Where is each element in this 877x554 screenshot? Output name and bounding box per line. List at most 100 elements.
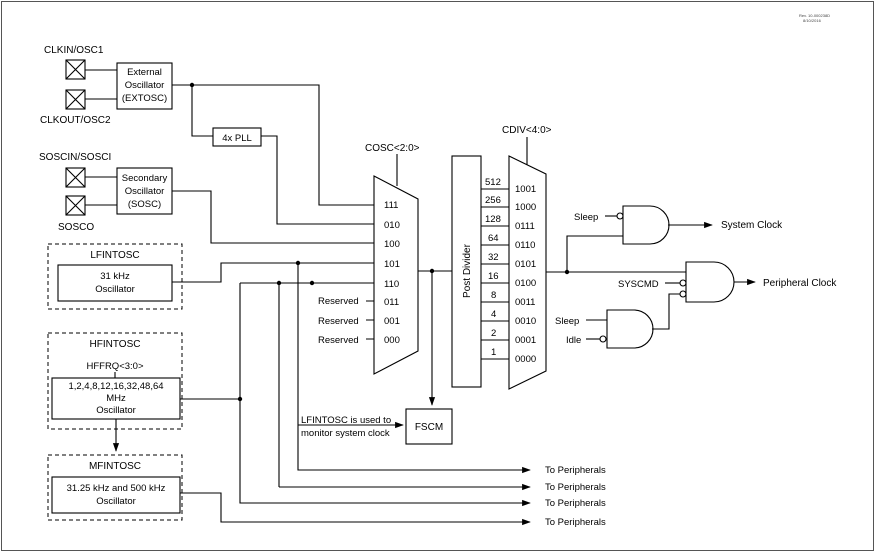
- reserved-label: Reserved: [318, 316, 359, 327]
- divider-value: 32: [488, 252, 499, 263]
- cdiv-code: 0001: [515, 335, 536, 346]
- svg-text:(SOSC): (SOSC): [128, 199, 161, 210]
- pll-block: 4x PLL: [212, 127, 262, 147]
- cdiv-code: 0110: [515, 240, 535, 251]
- divider-taps: 512 256 128 64 32 16 8 4 2 1: [481, 177, 509, 360]
- fscm-note-line2: monitor system clock: [301, 428, 390, 439]
- fscm-block: FSCM: [405, 408, 453, 445]
- svg-text:Post Divider: Post Divider: [462, 243, 473, 298]
- clkout-pin-icon: [65, 89, 86, 110]
- post-divider-block: Post Divider: [451, 155, 482, 388]
- cdiv-code: 0011: [515, 297, 535, 308]
- sosco-pin-label: SOSCO: [58, 222, 94, 233]
- idle-inverter-bubble: [599, 335, 607, 343]
- sleep-idle-and-gate: [606, 309, 654, 349]
- sleep-idle-output-wire: [652, 293, 680, 330]
- cosc-code: 101: [384, 259, 400, 270]
- cosc-label: COSC<2:0>: [365, 143, 420, 154]
- system-clock-and-gate: [622, 205, 670, 245]
- cosc-inputs: 111 010 100 101 110 011 001 000 Reserved…: [318, 200, 400, 346]
- divider-value: 64: [488, 233, 499, 244]
- svg-text:31.25 kHz and 500 kHz: 31.25 kHz and 500 kHz: [67, 483, 166, 494]
- reserved-label: Reserved: [318, 296, 359, 307]
- peripheral-clock-label: Peripheral Clock: [763, 278, 837, 289]
- idle-input-label: Idle: [566, 335, 581, 346]
- svg-text:MFINTOSC: MFINTOSC: [89, 461, 141, 472]
- cosc-code: 110: [384, 279, 399, 290]
- svg-text:HFINTOSC: HFINTOSC: [90, 339, 141, 350]
- lfintosc-block: LFINTOSC 31 kHz Oscillator: [47, 243, 183, 310]
- sosco-pin-icon: [65, 195, 86, 216]
- sleep-idle-inverter-bubble: [679, 290, 687, 298]
- extosc-block: External Oscillator (EXTOSC): [116, 62, 173, 110]
- extosc-output-wires: [172, 82, 374, 225]
- sosc-block: Secondary Oscillator (SOSC): [116, 167, 173, 215]
- svg-text:31 kHz: 31 kHz: [100, 271, 130, 282]
- syscmd-input-label: SYSCMD: [618, 279, 659, 290]
- cosc-code: 000: [384, 335, 400, 346]
- divider-value: 256: [485, 195, 501, 206]
- divider-value: 16: [488, 271, 499, 282]
- cdiv-code: 0100: [515, 278, 536, 289]
- svg-text:LFINTOSC: LFINTOSC: [90, 250, 139, 261]
- to-peripherals-label: To Peripherals: [545, 465, 606, 476]
- cdiv-code: 0101: [515, 259, 536, 270]
- clkin-pin-icon: [65, 59, 86, 80]
- to-peripherals-label: To Peripherals: [545, 498, 606, 509]
- clkin-pin-label: CLKIN/OSC1: [44, 45, 104, 56]
- svg-text:Oscillator: Oscillator: [96, 405, 136, 416]
- svg-text:HFFRQ<3:0>: HFFRQ<3:0>: [86, 361, 143, 372]
- sosci-pin-icon: [65, 167, 86, 188]
- svg-text:Oscillator: Oscillator: [125, 80, 165, 91]
- cdiv-code: 1000: [515, 202, 536, 213]
- divider-value: 4: [491, 309, 496, 320]
- cdiv-output-wires: [546, 235, 686, 275]
- cosc-code: 100: [384, 239, 400, 250]
- cosc-code: 010: [384, 220, 400, 231]
- to-peripherals-label: To Peripherals: [545, 517, 606, 528]
- reserved-label: Reserved: [318, 335, 359, 346]
- syscmd-inverter-bubble: [679, 279, 687, 287]
- svg-text:Oscillator: Oscillator: [125, 186, 165, 197]
- cdiv-code: 0111: [515, 221, 535, 232]
- cosc-code: 001: [384, 316, 400, 327]
- svg-text:External: External: [127, 67, 162, 78]
- system-clock-label: System Clock: [721, 220, 783, 231]
- sleep2-input-label: Sleep: [555, 316, 579, 327]
- cdiv-label: CDIV<4:0>: [502, 125, 552, 136]
- sleep-input-label: Sleep: [574, 212, 598, 223]
- hfintosc-output-wires: [112, 280, 531, 507]
- mfintosc-block: MFINTOSC 31.25 kHz and 500 kHz Oscillato…: [47, 454, 183, 521]
- divider-value: 128: [485, 214, 501, 225]
- svg-text:Secondary: Secondary: [122, 173, 168, 184]
- svg-text:(EXTOSC): (EXTOSC): [122, 93, 167, 104]
- svg-text:Oscillator: Oscillator: [96, 496, 136, 507]
- revision-number: Rev. 10-000238D: [799, 13, 830, 18]
- divider-value: 2: [491, 328, 496, 339]
- sosci-pin-label: SOSCIN/SOSCI: [39, 152, 111, 163]
- to-peripherals-label: To Peripherals: [545, 482, 606, 493]
- hfintosc-block: HFINTOSC HFFRQ<3:0> 1,2,4,8,12,16,32,48,…: [47, 332, 183, 430]
- fscm-note-line1: LFINTOSC is used to: [301, 415, 391, 426]
- divider-value: 512: [485, 177, 501, 188]
- mux-output-wires: [418, 268, 452, 406]
- cdiv-code: 0000: [515, 354, 536, 365]
- cosc-code: 011: [384, 297, 399, 308]
- sosc-output-wire: [172, 190, 374, 244]
- extosc-pin-wires: [85, 69, 117, 100]
- cosc-mux: [373, 175, 419, 375]
- cdiv-mux: [508, 155, 547, 390]
- svg-text:1,2,4,8,12,16,32,48,64: 1,2,4,8,12,16,32,48,64: [68, 381, 163, 392]
- svg-text:Oscillator: Oscillator: [95, 284, 135, 295]
- cdiv-code: 1001: [515, 184, 536, 195]
- mfintosc-output-wire: [180, 492, 531, 526]
- lfintosc-output-wires: [172, 260, 531, 474]
- svg-text:FSCM: FSCM: [415, 422, 443, 433]
- cdiv-codes: 1001 1000 0111 0110 0101 0100 0011 0010 …: [515, 184, 536, 365]
- revision-date: 8/10/2016: [803, 18, 822, 23]
- cdiv-code: 0010: [515, 316, 536, 327]
- clkout-pin-label: CLKOUT/OSC2: [40, 115, 111, 126]
- peripheral-clock-and-gate: [685, 261, 735, 303]
